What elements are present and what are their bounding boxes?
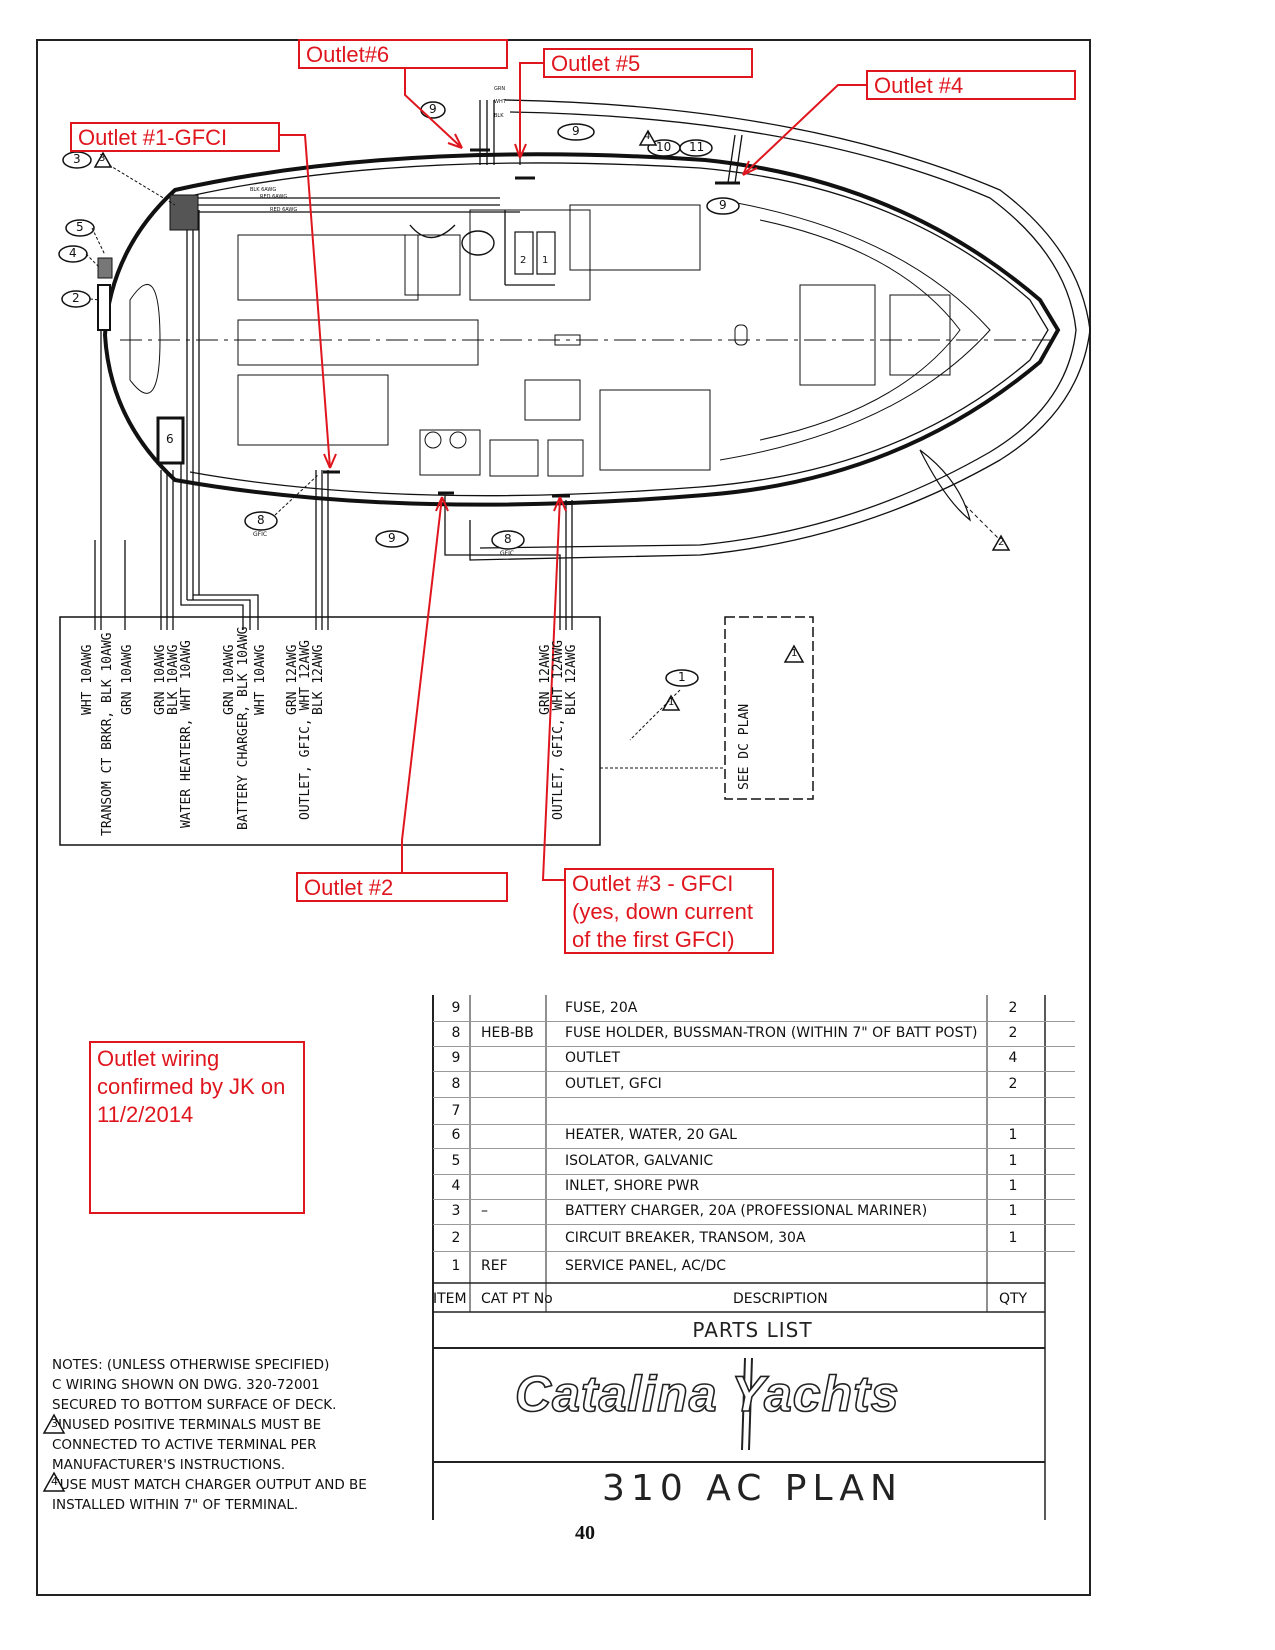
confirm-line-1: Outlet wiring [97,1046,220,1071]
wire-label-wht: WHT [494,99,506,105]
outlet3-line-2: (yes, down current [572,899,753,924]
wiring-runs [94,100,743,630]
water-heater-box [156,416,185,465]
battery-label-1: 1 [542,255,549,266]
wire-label-blk6: BLK 6AWG [250,187,277,193]
callout-9-a: 9 [429,102,437,116]
annotation-leaders [280,62,866,881]
wire-label-grn: GRN [494,86,506,92]
outlet3-line-3: of the first GFCI) [572,927,735,952]
callout-bubbles [58,101,1011,711]
wire-label-3: GRN 10AWG [120,644,135,715]
annotation-confirmation: Outlet wiring confirmed by JK on 11/2/20… [89,1041,305,1214]
parts-list-title: PARTS LIST [692,1318,813,1342]
callout-8-a: 8 [257,513,265,527]
battery-label-2: 2 [520,255,527,266]
callout-3: 3 [73,152,81,166]
callout-tri-2: 2 [998,537,1005,548]
see-dc-plan-label: SEE DC PLAN [737,703,752,790]
wire-label-8: BATTERY CHARGER, BLK 10AWG [236,626,251,831]
wiring-label-box [59,616,601,846]
callout-9-c: 9 [719,198,727,212]
annotation-outlet-1-gfci: Outlet #1-GFCI [70,122,280,152]
callout-9-d: 9 [388,531,396,545]
note-line-8: INSTALLED WITHIN 7" OF TERMINAL. [52,1497,299,1513]
callout-2: 2 [72,291,80,305]
service-panel-hatched [169,194,199,231]
annotation-outlet-4: Outlet #4 [866,70,1076,100]
callout-11: 11 [689,140,705,154]
confirm-line-2: confirmed by JK on [97,1074,286,1099]
wire-label-15: BLK 12AWG [564,644,579,715]
table-row: 7 [433,1098,1075,1125]
wire-label-2: TRANSOM CT BRKR, BLK 10AWG [100,632,115,837]
wire-label-red6-b: RED 6AWG [270,207,298,213]
gfic-label-b: GFIC [500,550,515,557]
callout-6: 6 [166,432,174,446]
wire-label-6: WATER HEATERR, WHT 10AWG [179,640,194,828]
callout-8-b: 8 [504,532,512,546]
note-line-5: CONNECTED TO ACTIVE TERMINAL PER [52,1437,317,1453]
drawing-notes: NOTES: (UNLESS OTHERWISE SPECIFIED) C WI… [52,1355,367,1515]
note-tri-3-label: 3 [51,1417,58,1430]
callout-10: 10 [656,140,672,154]
note-line-1: NOTES: (UNLESS OTHERWISE SPECIFIED) [52,1357,330,1373]
annotation-outlet-5: Outlet #5 [543,48,753,78]
annotation-outlet-2: Outlet #2 [296,872,508,902]
callout-9-b: 9 [572,124,580,138]
wire-label-9: WHT 10AWG [253,644,268,715]
wire-label-7: GRN 10AWG [222,644,237,715]
note-tri-4-label: 4 [51,1475,58,1488]
callout-5: 5 [76,220,84,234]
page-number: 40 [575,1522,595,1544]
sheet-border [36,39,1091,1596]
note-line-3: SECURED TO BOTTOM SURFACE OF DECK. [52,1397,337,1413]
catalina-yachts-logo: Catalina Yachts [514,1365,900,1423]
wire-label-12: BLK 12AWG [311,644,326,715]
drawing-title: 310 AC PLAN [602,1468,903,1509]
hull-outline [102,99,1091,561]
callout-1: 1 [678,670,686,684]
confirm-line-3: 11/2/2014 [97,1102,194,1127]
wire-label-1: WHT 10AWG [80,644,95,715]
see-dc-plan-box [724,616,814,800]
wire-label-blk: BLK [494,113,504,119]
outlet3-line-1: Outlet #3 - GFCI [572,871,734,896]
callout-tri-1-b: 1 [791,648,798,659]
note-line-2: C WIRING SHOWN ON DWG. 320-72001 [52,1377,320,1393]
note-line-4: UNUSED POSITIVE TERMINALS MUST BE [52,1417,322,1433]
note-triangles [42,1413,66,1492]
note-line-7: FUSE MUST MATCH CHARGER OUTPUT AND BE [52,1477,367,1493]
gfic-label-a: GFIC [253,531,268,538]
note-line-6: MANUFACTURER'S INSTRUCTIONS. [52,1457,286,1473]
isolator-box [97,257,113,279]
annotation-outlet-3-gfci: Outlet #3 - GFCI (yes, down current of t… [564,868,774,954]
parts-list-grid [432,995,1046,1520]
table-row: 3–BATTERY CHARGER, 20A (PROFESSIONAL MAR… [433,1198,1075,1225]
callout-tri-1-a: 1 [668,697,675,708]
inlet-box [97,284,111,331]
callout-4: 4 [69,246,77,260]
annotation-outlet-6: Outlet#6 [298,39,508,69]
callout-tri-4: 4 [644,131,651,142]
wire-label-red6-a: RED 6AWG [260,194,288,200]
callout-tri-3: 3 [99,153,106,164]
